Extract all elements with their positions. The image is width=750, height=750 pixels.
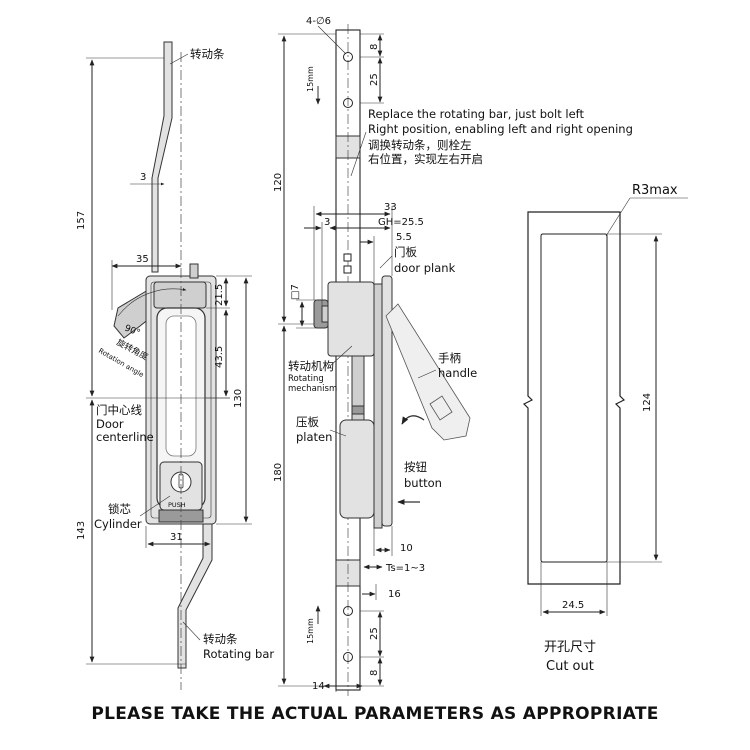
rotating-bar-leader xyxy=(182,621,201,641)
mechanism-en-1: Rotating xyxy=(288,374,324,384)
hub xyxy=(153,281,207,309)
side-view: 4-∅6 15mm 15mm Replace the rotating bar,… xyxy=(273,16,633,696)
dim-43-5: 43.5 xyxy=(214,346,225,368)
dim-gh: GH=25.5 xyxy=(378,217,424,228)
dim-21-5: 21.5 xyxy=(214,284,225,306)
handle-rotate-arrow xyxy=(401,415,425,425)
dim-16: 16 xyxy=(388,589,401,600)
dim-8-bottom: 8 xyxy=(369,670,380,676)
dim-3-mid: 3 xyxy=(324,217,330,228)
front-bezel xyxy=(381,275,393,527)
push-text: PUSH xyxy=(168,501,186,509)
rotating-mechanism xyxy=(327,281,375,357)
small-sq-2 xyxy=(343,265,352,274)
link-dark-1 xyxy=(351,405,365,415)
top-pin xyxy=(189,263,199,279)
handle-en: handle xyxy=(438,366,477,380)
platen-en: platen xyxy=(296,430,332,444)
door-centerline-en-1: Door xyxy=(96,417,124,431)
cutout-cn: 开孔尺寸 xyxy=(544,640,596,655)
dim-10: 10 xyxy=(400,543,413,554)
dim-ts: Ts=1~3 xyxy=(385,563,425,574)
shaft-cap xyxy=(321,305,329,323)
rotating-bar-cn: 转动条 xyxy=(203,632,238,646)
cutout-outer xyxy=(522,211,626,585)
footer-note: PLEASE TAKE THE ACTUAL PARAMETERS AS APP… xyxy=(91,704,659,724)
stroke-bottom: 15mm xyxy=(306,618,315,644)
handle-open-grip xyxy=(429,395,453,421)
platen xyxy=(339,419,375,519)
dim-157: 157 xyxy=(76,211,87,230)
door-plank-leader xyxy=(379,255,393,269)
cutout-en: Cut out xyxy=(546,659,594,674)
dim-120: 120 xyxy=(273,173,284,192)
radius-label: R3max xyxy=(632,183,678,198)
dim-sq7: □7 xyxy=(290,284,301,300)
top-label-leader xyxy=(169,53,189,65)
cylinder-en: Cylinder xyxy=(94,517,142,531)
small-sq-1 xyxy=(343,253,352,262)
radius-leader xyxy=(605,197,631,237)
door-centerline-cn: 门中心线 xyxy=(96,403,142,417)
holes-label: 4-∅6 xyxy=(306,16,331,27)
button-cn: 按钮 xyxy=(404,460,427,474)
upper-rotating-bar xyxy=(151,41,173,273)
dim-33: 33 xyxy=(384,202,397,213)
door-centerline-en-2: centerline xyxy=(96,430,154,444)
dim-25-top: 25 xyxy=(369,73,380,86)
cylinder-leader xyxy=(139,495,171,517)
dim-130: 130 xyxy=(233,389,244,408)
dim-5-5: 5.5 xyxy=(396,232,412,243)
stroke-top: 15mm xyxy=(306,66,315,92)
platen-leader xyxy=(329,429,347,437)
replace-cn-1: 调换转动条，则栓左 xyxy=(368,138,472,152)
replace-en-1: Replace the rotating bar, just bolt left xyxy=(368,107,585,121)
door-plank-cn: 门板 xyxy=(394,245,417,259)
replace-cn-2: 右位置，实现左右开启 xyxy=(368,152,483,166)
handle-leader xyxy=(417,369,437,379)
button-en: button xyxy=(404,476,442,490)
door-plank xyxy=(373,283,383,529)
mechanism-cn: 转动机构 xyxy=(288,359,334,373)
dim-3-left: 3 xyxy=(140,172,146,183)
holes-leader xyxy=(317,25,347,55)
replace-leader xyxy=(350,131,367,177)
cylinder-cn: 锁芯 xyxy=(108,502,131,516)
dim-35: 35 xyxy=(136,254,149,265)
dim-143: 143 xyxy=(76,521,87,540)
dim-25-bottom: 25 xyxy=(369,627,380,640)
front-view: PUSH 90° 旋转角度 Rotation angle 转动条 门中心线 Do… xyxy=(76,41,274,690)
replace-en-2: Right position, enabling left and right … xyxy=(368,122,633,136)
mechanism-link xyxy=(351,355,365,421)
mechanism-leader xyxy=(329,345,353,367)
cutout-view: R3max 124 24.5 开孔尺寸 Cut out xyxy=(522,183,688,674)
rotating-bar-en: Rotating bar xyxy=(203,647,274,661)
dim-24-5: 24.5 xyxy=(562,600,584,611)
handle-cn: 手柄 xyxy=(438,351,461,365)
platen-cn: 压板 xyxy=(296,415,319,429)
dim-14: 14 xyxy=(312,681,325,692)
mechanism-en-2: mechanism xyxy=(288,384,337,394)
dim-124: 124 xyxy=(642,393,653,412)
cutout-inner xyxy=(540,233,608,563)
dim-180: 180 xyxy=(273,463,284,482)
dim-8-top: 8 xyxy=(369,44,380,50)
rotation-arc xyxy=(117,287,187,317)
dim-31: 31 xyxy=(170,532,183,543)
top-bar-label: 转动条 xyxy=(190,47,225,61)
door-plank-en: door plank xyxy=(394,261,456,275)
handle-open-ghost xyxy=(385,303,471,441)
